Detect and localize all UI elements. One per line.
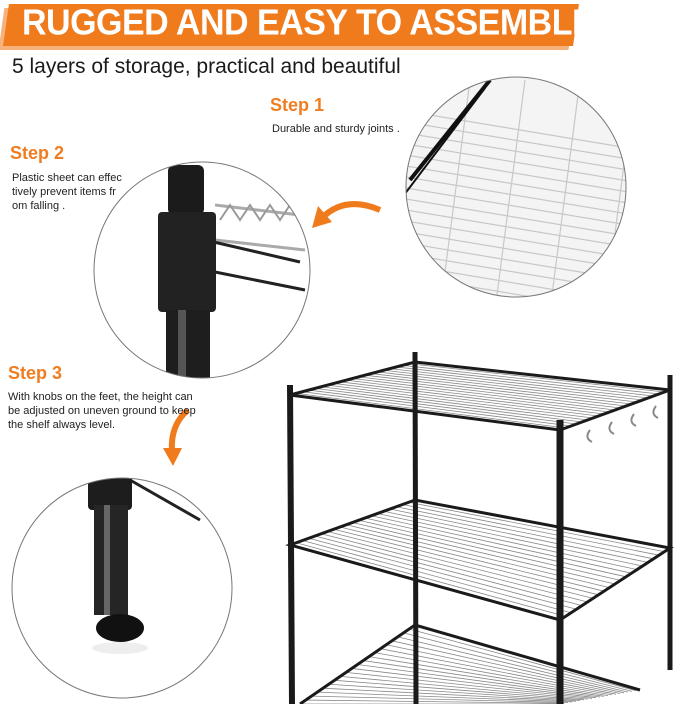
foot-knob-closeup-circle — [12, 478, 232, 698]
desc-line: the shelf always level. — [8, 419, 115, 431]
subtitle: 5 layers of storage, practical and beaut… — [12, 55, 401, 78]
step-1-title: Step 1 — [270, 95, 325, 115]
step-2-description: Plastic sheet can effec tively prevent i… — [12, 171, 122, 213]
step-3-title: Step 3 — [8, 363, 63, 383]
arrow-icon — [319, 201, 382, 221]
desc-line: With knobs on the feet, the height can — [8, 391, 193, 403]
step-2-title: Step 2 — [10, 143, 65, 163]
arrow-icon — [168, 407, 191, 453]
step-1-description: Durable and sturdy joints . — [272, 123, 400, 135]
desc-line: be adjusted on uneven ground to keep — [8, 405, 196, 417]
plastic-sheet-closeup-circle — [94, 162, 310, 378]
joint-closeup-circle — [406, 77, 626, 297]
wire-shelf — [285, 351, 674, 704]
desc-line: tively prevent items fr — [12, 186, 116, 198]
desc-line: om falling . — [12, 200, 66, 212]
desc-line: Plastic sheet can effec — [12, 172, 122, 184]
step-3-description: With knobs on the feet, the height can b… — [8, 390, 196, 432]
banner-title: RUGGED AND EASY TO ASSEMBLE — [22, 3, 595, 43]
